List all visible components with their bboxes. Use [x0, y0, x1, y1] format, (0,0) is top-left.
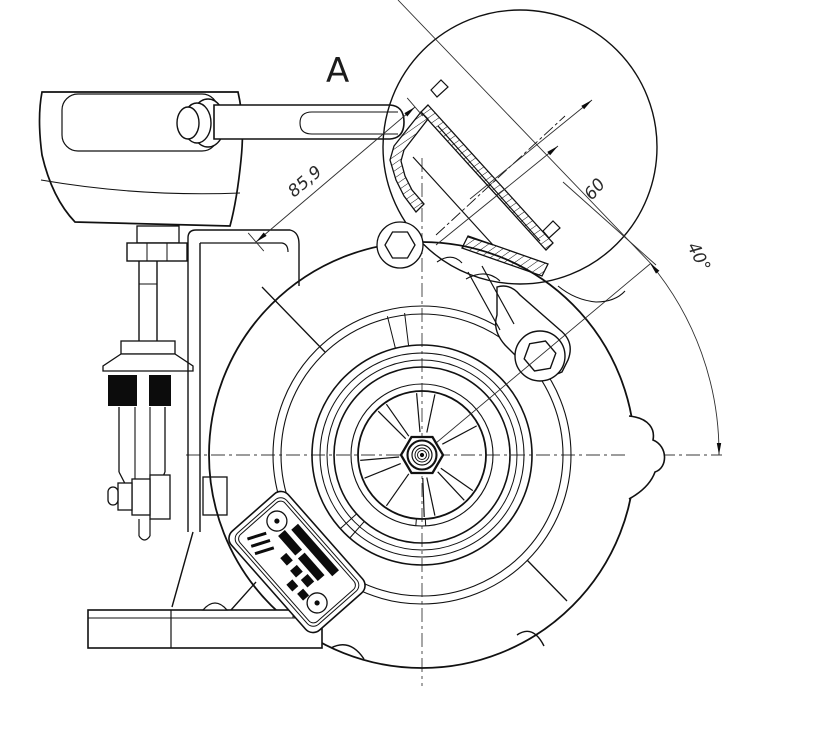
detail-view-label: A [326, 51, 349, 91]
housing-boss-right [628, 415, 666, 500]
nameplate-text-bar-1 [291, 523, 339, 577]
dim-value-40deg: 40° [683, 239, 715, 275]
actuator-rod-linkage [102, 225, 228, 541]
nameplate-text-bar-2 [278, 530, 303, 556]
hose-fitting-ring-inner [176, 106, 200, 140]
arrowhead [581, 100, 592, 110]
angle-arc [649, 262, 720, 456]
turbine-leg-left [171, 531, 194, 608]
exhaust-flange [87, 531, 356, 649]
clevis-pin-body [149, 474, 171, 520]
bore-edge [437, 125, 517, 215]
arrowhead [547, 146, 558, 156]
arrowhead [404, 107, 415, 117]
detail-circle [382, 9, 658, 285]
inlet-axis-line [429, 263, 651, 449]
wheel-blades [360, 393, 477, 518]
flange-wall-left-section [389, 111, 429, 213]
wheel-center-point [419, 452, 425, 458]
dim-line [255, 106, 416, 243]
actuator-seam-lower [40, 179, 241, 195]
bracket-top-edge [187, 229, 300, 286]
rod-boot-left [108, 375, 137, 406]
clamp-bolt-boss [376, 221, 424, 269]
bolt-hex [384, 231, 416, 259]
arrowhead [716, 443, 722, 455]
flange-tab-lower [542, 220, 561, 239]
flange-tab-upper [430, 79, 449, 98]
arrowhead [650, 263, 660, 274]
inlet-ring-inner [333, 366, 511, 544]
rod-boot-right [149, 375, 171, 406]
flange-wall-right-section [461, 235, 549, 277]
boost-pipe-inner-slot [299, 111, 398, 135]
nameplate-border-outer [228, 490, 366, 634]
nameplate [228, 490, 366, 634]
dim-value-85-9: 85,9 [284, 162, 326, 202]
wheel-shroud [357, 390, 487, 520]
mounting-bracket [187, 229, 300, 532]
flange-tab [201, 602, 229, 611]
compressor-wheel [360, 393, 477, 518]
boost-pipe [213, 104, 405, 140]
flange-lip-section [420, 104, 554, 251]
section-line [397, 0, 658, 271]
arrowhead [256, 232, 267, 242]
scroll-parting-upper [261, 286, 326, 353]
lock-nut [120, 340, 176, 355]
bracket-foot [202, 476, 228, 516]
wastegate-actuator [38, 91, 244, 227]
boost-pipe-outline [213, 104, 405, 140]
scroll-parting-lower [526, 559, 568, 602]
rod-hex-nut [126, 242, 188, 262]
inlet-flange-section [389, 79, 626, 303]
housing-lug-bottom-right [516, 630, 545, 647]
detail-view-a: A [326, 0, 658, 303]
dim-line [469, 99, 593, 200]
section-axis-centerline [435, 115, 566, 236]
housing-lug-bottom-left [330, 644, 365, 660]
flange-plate [87, 609, 323, 649]
rod-neck [136, 225, 180, 244]
clevis-pin-cap [107, 486, 119, 506]
locknut-circle [406, 439, 438, 471]
dimension-40deg: 40° [562, 181, 722, 456]
dim-value-60: 60 [581, 175, 610, 204]
nameplate-stamp-squares [280, 552, 315, 601]
kkk-logo-chevrons [246, 531, 275, 556]
compressor-housing [208, 241, 666, 669]
lock-nut-flange [102, 353, 194, 372]
inlet-ring-outer [311, 344, 533, 566]
